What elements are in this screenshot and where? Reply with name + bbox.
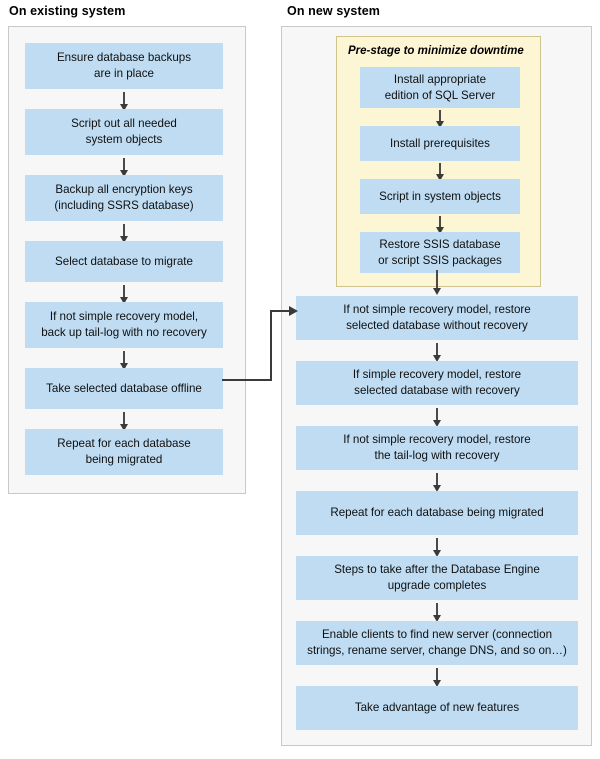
- flow-arrow-head: [435, 227, 444, 234]
- flow-arrow-stem: [436, 408, 438, 421]
- flow-arrow-stem: [439, 163, 441, 175]
- process-box-label: Take advantage of new features: [354, 701, 520, 715]
- flow-arrow-stem: [436, 668, 438, 681]
- flow-arrow-head: [119, 236, 128, 243]
- flow-arrow-head: [432, 550, 441, 557]
- process-box-script-in-objects[interactable]: Script in system objects: [360, 179, 520, 214]
- process-box-label: Install prerequisites: [390, 136, 490, 150]
- process-box-new-features[interactable]: Take advantage of new features: [296, 686, 578, 730]
- flow-arrow-head: [432, 420, 441, 427]
- flow-arrow-head: [119, 297, 128, 304]
- flow-arrow-stem: [123, 224, 125, 237]
- process-box-backup-encryption-keys[interactable]: Backup all encryption keys(including SSR…: [25, 175, 223, 221]
- flow-arrow-stem: [123, 158, 125, 171]
- process-box-repeat-each-database-new[interactable]: Repeat for each database being migrated: [296, 491, 578, 535]
- flow-arrow-stem: [123, 412, 125, 425]
- panel-new-system: Pre-stage to minimize downtime Install a…: [281, 26, 592, 746]
- column-header-new-system: On new system: [287, 4, 380, 18]
- flow-arrow-stem: [123, 351, 125, 364]
- flow-arrow-head: [119, 170, 128, 177]
- flow-arrow-stem: [436, 473, 438, 486]
- flow-arrow-head: [435, 121, 444, 128]
- process-box-label: Take selected database offline: [46, 381, 202, 395]
- prestage-group: Pre-stage to minimize downtime Install a…: [336, 36, 541, 287]
- process-box-select-database[interactable]: Select database to migrate: [25, 241, 223, 282]
- flow-arrow-head: [119, 424, 128, 431]
- prestage-group-label: Pre-stage to minimize downtime: [348, 45, 524, 57]
- process-box-take-offline[interactable]: Take selected database offline: [25, 368, 223, 409]
- process-box-label: Enable clients to find new server (conne…: [307, 628, 567, 657]
- flow-arrow-stem: [123, 92, 125, 105]
- process-box-label: If not simple recovery model,back up tai…: [41, 310, 207, 339]
- flow-arrow-stem: [436, 603, 438, 616]
- flow-arrow-stem: [436, 343, 438, 356]
- process-box-label: Select database to migrate: [55, 254, 193, 268]
- flow-arrow-stem: [436, 270, 438, 289]
- process-box-label: Script in system objects: [379, 189, 501, 203]
- flow-arrow-head: [119, 104, 128, 111]
- flow-arrow-head: [432, 288, 441, 295]
- flow-arrow-head: [119, 363, 128, 370]
- flow-arrow-stem: [439, 216, 441, 228]
- flow-arrow-head: [432, 680, 441, 687]
- flow-arrow-stem: [439, 110, 441, 122]
- process-box-label: Backup all encryption keys(including SSR…: [54, 183, 194, 212]
- flow-arrow-stem: [123, 285, 125, 298]
- flow-arrow-head: [432, 355, 441, 362]
- process-box-backup-tail-log[interactable]: If not simple recovery model,back up tai…: [25, 302, 223, 348]
- flow-arrow-head: [435, 174, 444, 181]
- flow-arrow-stem: [436, 538, 438, 551]
- process-box-label: Repeat for each database being migrated: [330, 506, 544, 520]
- column-header-existing-system: On existing system: [9, 4, 126, 18]
- process-box-enable-clients[interactable]: Enable clients to find new server (conne…: [296, 621, 578, 665]
- flow-arrow-head: [432, 615, 441, 622]
- process-box-install-prereqs[interactable]: Install prerequisites: [360, 126, 520, 161]
- flow-arrow-head: [432, 485, 441, 492]
